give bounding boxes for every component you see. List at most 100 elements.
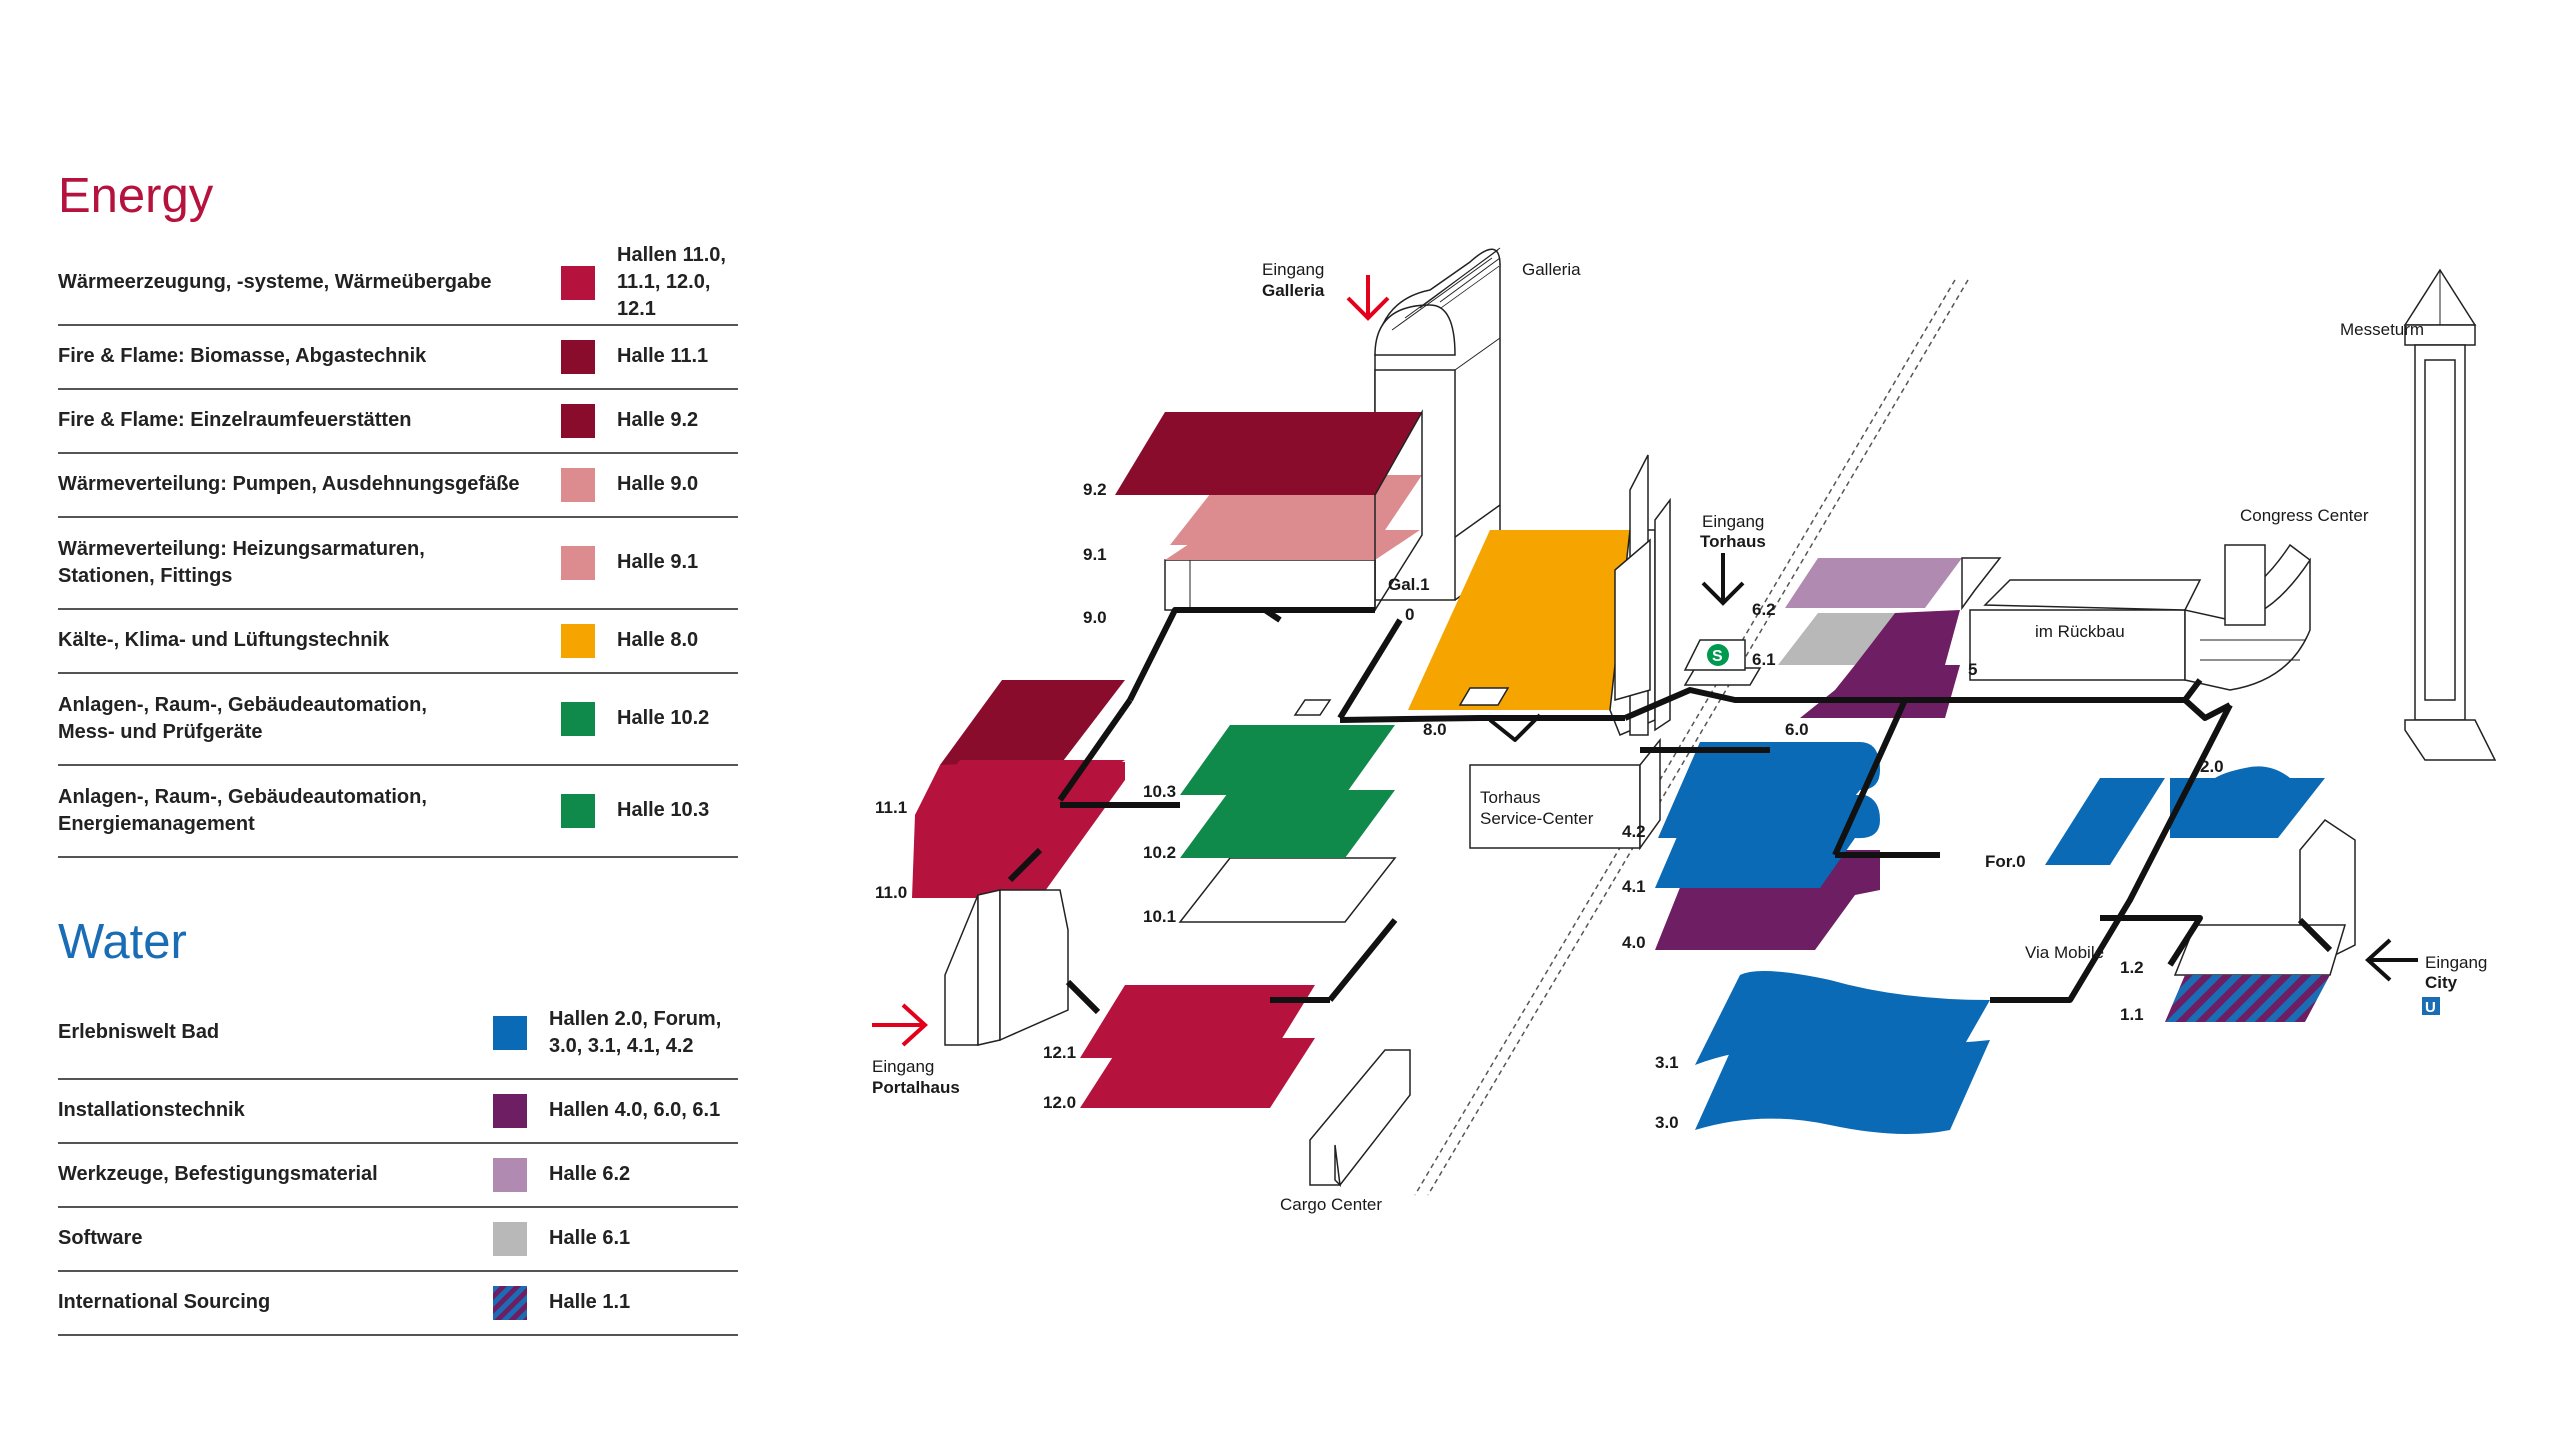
cargo-center-label: Cargo Center	[1280, 1195, 1382, 1214]
eingang-galleria-name: Galleria	[1262, 281, 1325, 300]
torhaus-service-label-1: Torhaus	[1480, 788, 1540, 807]
label-9-0: 9.0	[1083, 608, 1107, 627]
messeturm-label: Messeturm	[2340, 320, 2424, 339]
water-legend-row: Installationstechnik Hallen 4.0, 6.0, 6.1	[58, 1080, 738, 1144]
energy-category-label: Kälte-, Klima- und Lüftungstechnik	[58, 629, 390, 652]
label-4-0: 4.0	[1622, 933, 1646, 952]
congress-center-building	[1969, 543, 2312, 691]
label-1-1: 1.1	[2120, 1005, 2144, 1024]
hall-number-labels: 9.2 9.1 9.0 Gal.1 0 8.0 11.1 11.0 10.3 1…	[875, 480, 2224, 1132]
water-hall-label: Halle 1.1	[549, 1291, 631, 1314]
water-hall-label: Hallen 2.0, Forum, 3.0, 3.1, 4.1, 4.2	[549, 1007, 722, 1057]
galleria-label: Galleria	[1522, 260, 1581, 279]
railway-lines	[1414, 279, 1969, 1196]
water-hall-label: Hallen 4.0, 6.0, 6.1	[549, 1099, 721, 1122]
energy-legend-row: Wärmeerzeugung, -systeme, Wärmeübergabe H…	[58, 242, 738, 326]
water-legend-row: Erlebniswelt Bad Hallen 2.0, Forum, 3.0, …	[58, 988, 738, 1080]
energy-hall-label: Halle 9.2	[617, 409, 699, 432]
energy-legend-row: Fire & Flame: Biomasse, Abgastechnik Hall…	[58, 326, 738, 390]
water-color-swatch	[493, 1093, 527, 1128]
energy-color-swatch	[561, 467, 595, 502]
water-category-label: Installationstechnik	[58, 1099, 245, 1122]
energy-legend-row: Anlagen-, Raum-, Gebäudeautomation, Ener…	[58, 766, 738, 858]
energy-category-label: Anlagen-, Raum-, Gebäudeautomation, Mess…	[58, 693, 427, 743]
hall-10	[1178, 725, 1397, 923]
eingang-portalhaus-name: Portalhaus	[872, 1078, 960, 1097]
water-category-label: Werkzeuge, Befestigungsmaterial	[58, 1163, 378, 1186]
energy-category-label: Wärmeverteilung: Heizungsarmaturen, Stat…	[58, 537, 425, 587]
energy-category-label: Wärmeverteilung: Pumpen, Ausdehnungsgefä…	[58, 473, 520, 496]
eingang-portalhaus-label: Eingang	[872, 1057, 934, 1076]
label-gal-1: Gal.1	[1388, 575, 1430, 594]
water-legend-row: Software Halle 6.1	[58, 1208, 738, 1272]
water-color-swatch	[493, 1285, 527, 1320]
label-for-0: For.0	[1985, 852, 2026, 871]
energy-color-swatch	[561, 623, 595, 658]
energy-hall-label: Halle 10.3	[617, 799, 710, 822]
label-9-1: 9.1	[1083, 545, 1107, 564]
hall-9	[1115, 409, 1423, 613]
energy-hall-label: Halle 8.0	[617, 629, 699, 652]
eingang-torhaus-label: Eingang	[1702, 512, 1764, 531]
label-3-0: 3.0	[1655, 1113, 1679, 1132]
hall-6	[1778, 557, 2002, 718]
energy-hall-label: Halle 11.1	[617, 345, 709, 368]
energy-category-label: Wärmeerzeugung, -systeme, Wärmeübergabe	[58, 271, 492, 294]
water-title: Water	[58, 914, 187, 969]
sbahn-icon-label: S	[1712, 648, 1723, 665]
energy-color-swatch	[561, 265, 595, 300]
label-0: 0	[1405, 605, 1414, 624]
hall-11	[912, 680, 1125, 898]
label-4-2: 4.2	[1622, 822, 1646, 841]
label-4-1: 4.1	[1622, 877, 1646, 896]
eingang-city-name: City	[2425, 973, 2458, 992]
energy-color-swatch	[561, 701, 595, 736]
galleria-entrance-arrow	[1346, 275, 1390, 321]
water-hall-label: Halle 6.1	[549, 1227, 631, 1250]
water-legend-list: Erlebniswelt Bad Hallen 2.0, Forum, 3.0, …	[58, 988, 738, 1336]
energy-color-swatch	[561, 545, 595, 580]
label-9-2: 9.2	[1083, 480, 1107, 499]
energy-hall-label: Halle 10.2	[617, 707, 710, 730]
eingang-city-label: Eingang	[2425, 953, 2487, 972]
torhaus-service-label-2: Service-Center	[1480, 809, 1594, 828]
energy-hall-label: Halle 9.1	[617, 551, 699, 574]
eingang-torhaus-name: Torhaus	[1700, 532, 1766, 551]
hall-2-forum	[2045, 766, 2325, 865]
water-category-label: Erlebniswelt Bad	[58, 1021, 220, 1044]
water-color-swatch	[493, 1157, 527, 1192]
cargo-center-building	[1309, 1049, 1411, 1188]
torhaus-entrance-arrow	[1701, 553, 1745, 606]
water-color-swatch	[493, 1221, 527, 1256]
portalhaus-entrance-arrow	[872, 1003, 928, 1047]
energy-legend-row: Wärmeverteilung: Pumpen, Ausdehnungsgefä…	[58, 454, 738, 518]
sbahn-icon	[1707, 644, 1729, 666]
energy-color-swatch	[561, 793, 595, 828]
torhaus-building	[1293, 454, 1671, 851]
portalhaus-building	[944, 889, 1069, 1046]
via-mobile-label: Via Mobile	[2025, 943, 2104, 962]
label-11-0: 11.0	[875, 883, 907, 902]
legend: Energy Wärmeerzeugung, -systeme, Wärmeüb…	[58, 169, 738, 1336]
label-6-2: 6.2	[1752, 600, 1776, 619]
hall-12	[1080, 985, 1315, 1108]
label-10-2: 10.2	[1143, 843, 1176, 862]
city-entrance-arrow	[2365, 938, 2418, 982]
hall-4	[1655, 742, 1880, 950]
eingang-galleria-label: Eingang	[1262, 260, 1324, 279]
hall-3	[1695, 971, 1990, 1134]
energy-hall-label: Hallen 11.0, 11.1, 12.0, 12.1	[617, 244, 726, 321]
energy-color-swatch	[561, 339, 595, 374]
water-category-label: Software	[58, 1227, 143, 1250]
energy-legend-row: Kälte-, Klima- und Lüftungstechnik Halle …	[58, 610, 738, 674]
label-6-0: 6.0	[1785, 720, 1809, 739]
im-rueckbau-label: im Rückbau	[2035, 622, 2125, 641]
energy-title: Energy	[58, 169, 214, 223]
messeturm-building	[2403, 268, 2497, 761]
label-5: 5	[1968, 660, 1977, 679]
energy-category-label: Fire & Flame: Biomasse, Abgastechnik	[58, 345, 427, 368]
